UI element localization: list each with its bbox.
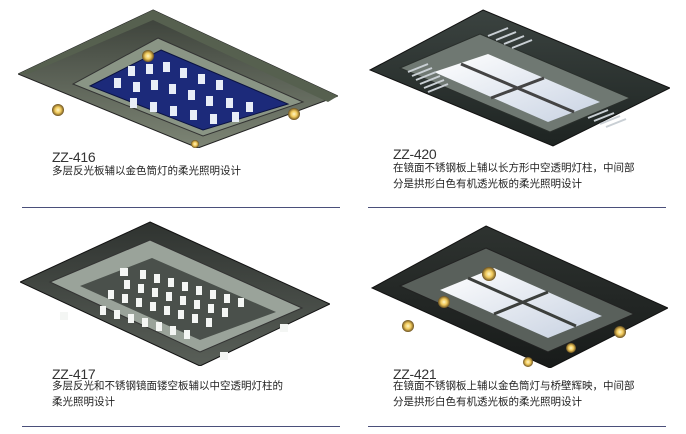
description-line: 分是拱形白色有机透光板的柔光照明设计 bbox=[393, 396, 582, 408]
model-number: ZZ-420 bbox=[393, 146, 437, 162]
description-line: 多层反光板辅以金色筒灯的柔光照明设计 bbox=[52, 165, 241, 177]
description-line: 多层反光和不锈钢镜面镂空板辅以中空透明灯柱的 bbox=[52, 380, 283, 392]
product-description: 在镜面不锈钢板上辅以长方形中空透明灯柱，中间部 分是拱形白色有机透光板的柔光照明… bbox=[393, 160, 635, 192]
description-line: 在镜面不锈钢板上辅以长方形中空透明灯柱，中间部 bbox=[393, 162, 635, 174]
description-line: 分是拱形白色有机透光板的柔光照明设计 bbox=[393, 178, 582, 190]
model-number: ZZ-416 bbox=[52, 149, 96, 165]
model-number: ZZ-417 bbox=[52, 366, 96, 382]
divider bbox=[368, 426, 666, 427]
ceiling-image-zz-416 bbox=[18, 9, 338, 148]
description-line: 在镜面不锈钢板上辅以金色筒灯与桥壁辉映，中间部 bbox=[393, 380, 635, 392]
ceiling-image-zz-421 bbox=[370, 225, 668, 368]
divider bbox=[368, 207, 666, 208]
ceiling-image-zz-417 bbox=[20, 221, 330, 366]
description-line: 柔光照明设计 bbox=[52, 396, 115, 408]
product-description: 在镜面不锈钢板上辅以金色筒灯与桥壁辉映，中间部 分是拱形白色有机透光板的柔光照明… bbox=[393, 378, 635, 410]
divider bbox=[22, 207, 340, 208]
divider bbox=[22, 426, 340, 427]
ceiling-image-zz-420 bbox=[368, 9, 670, 147]
model-number: ZZ-421 bbox=[393, 366, 437, 382]
product-description: 多层反光板辅以金色筒灯的柔光照明设计 bbox=[52, 163, 241, 179]
product-description: 多层反光和不锈钢镜面镂空板辅以中空透明灯柱的 柔光照明设计 bbox=[52, 378, 283, 410]
